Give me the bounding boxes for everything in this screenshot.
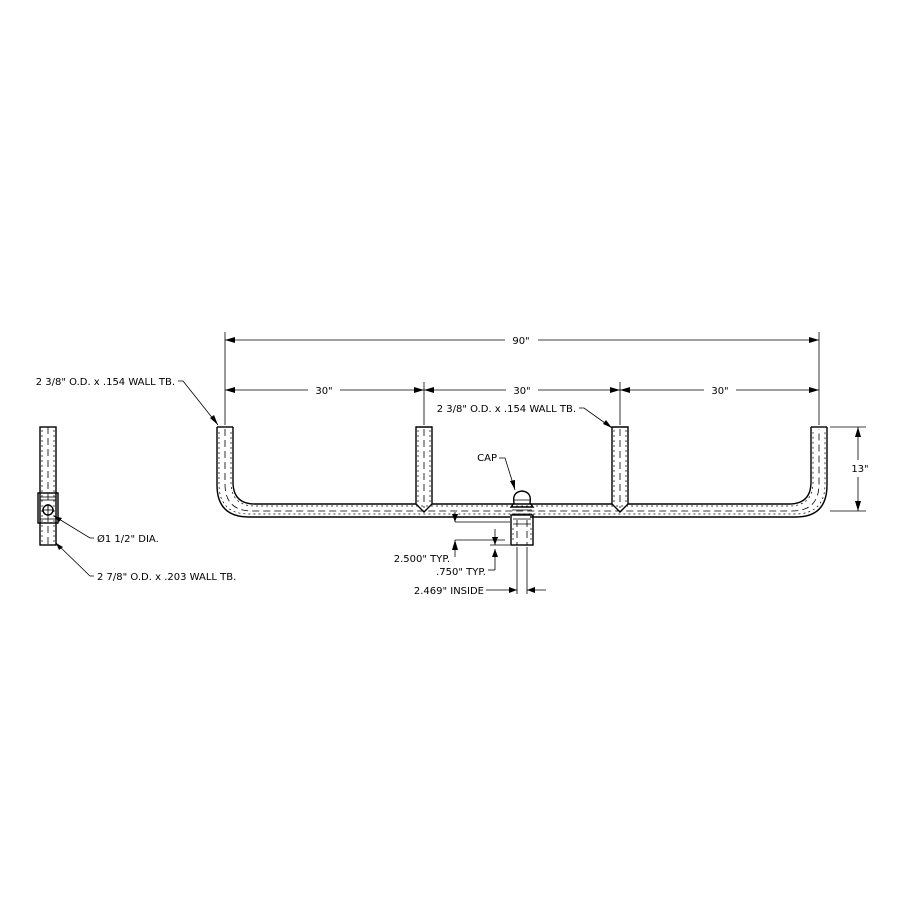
hole-callout: Ø1 1/2" DIA. [97, 533, 159, 545]
rail-centerline [224, 429, 820, 512]
pipe-center-leader [579, 407, 613, 429]
dim-2500-label: 2.500" TYP. [394, 554, 450, 565]
cap-callout: CAP [477, 453, 497, 464]
dim-spacing-1-label: 30" [315, 386, 332, 397]
hole-leader [53, 515, 94, 539]
rail-inner-edge [232, 427, 812, 505]
dim-750-label: .750" TYP. [436, 567, 486, 578]
side-view: Ø1 1/2" DIA. 2 7/8" O.D. x .203 WALL TB. [37, 426, 236, 583]
socket-callout: 2 7/8" O.D. x .203 WALL TB. [97, 572, 236, 583]
dimensions: 90" 30" 30" 30" 13" 2.500" TYP. [224, 332, 869, 597]
center-post-1 [415, 426, 433, 513]
dim-overall-label: 90" [512, 336, 529, 347]
rail-outer-edge [216, 427, 828, 518]
center-post-2 [611, 426, 629, 513]
pipe-outer-callout: 2 3/8" O.D. x .154 WALL TB. [36, 377, 175, 388]
callouts: 2 3/8" O.D. x .154 WALL TB. 2 3/8" O.D. … [36, 377, 613, 491]
dim-inside-label: 2.469" INSIDE [414, 586, 484, 597]
cap-leader [499, 457, 516, 491]
socket-leader [55, 542, 94, 577]
cap [509, 490, 535, 515]
front-view [216, 426, 828, 546]
pipe-center-callout: 2 3/8" O.D. x .154 WALL TB. [437, 404, 576, 415]
pipe-outer-leader [178, 380, 219, 426]
center-socket [510, 514, 534, 546]
dim-spacing-3-label: 30" [711, 386, 728, 397]
dim-height-label: 13" [851, 464, 868, 475]
side-view-socket [37, 492, 59, 524]
dim-spacing-2-label: 30" [513, 386, 530, 397]
